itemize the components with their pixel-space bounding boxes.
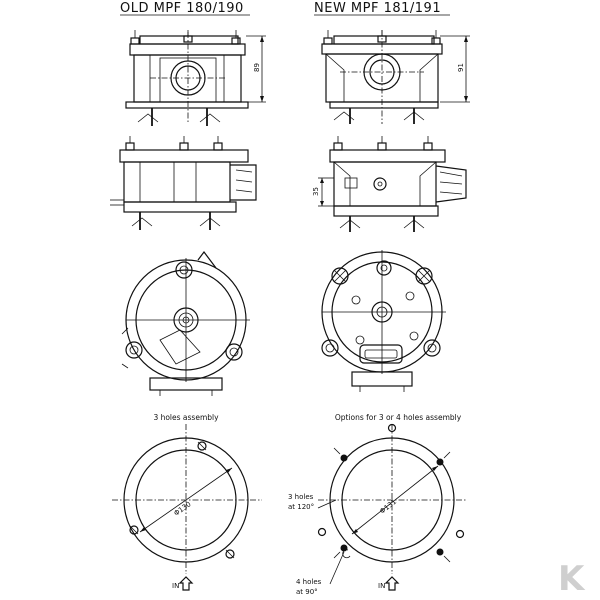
old-diameter-dim: Φ130 (173, 500, 193, 517)
titles: OLD MPF 180/190 NEW MPF 181/191 (120, 1, 450, 16)
new-top-view (321, 250, 446, 392)
old-side-view (110, 136, 257, 230)
old-height-dim: 89 (253, 63, 261, 72)
callout-4-holes-angle: at 90° (296, 588, 318, 596)
new-side-dim: 35 (312, 187, 320, 196)
new-hole-pattern (317, 423, 466, 585)
old-hole-pattern (112, 424, 262, 574)
title-old: OLD MPF 180/190 (120, 1, 244, 16)
caption-new-assembly: Options for 3 or 4 holes assembly (335, 413, 462, 422)
callout-4-holes: 4 holes (296, 578, 322, 586)
old-inlet-arrow-icon (178, 576, 194, 591)
title-new: NEW MPF 181/191 (314, 1, 441, 16)
brand-logo-mark: K (558, 559, 586, 599)
old-top-view (121, 251, 250, 396)
callout-3-holes: 3 holes (288, 493, 314, 501)
old-inlet (178, 576, 194, 591)
caption-old-assembly: 3 holes assembly (153, 413, 219, 422)
new-front-view (321, 30, 470, 124)
old-in-label: IN (172, 582, 179, 590)
new-in-label: IN (378, 582, 385, 590)
new-side-view (318, 136, 467, 232)
new-inlet (384, 576, 400, 591)
new-inlet-arrow-icon (384, 576, 400, 591)
brand-logo: K (558, 559, 586, 599)
callout-3-holes-angle: at 120° (288, 503, 314, 511)
old-front-view (125, 30, 266, 126)
new-height-dim: 91 (457, 63, 465, 72)
